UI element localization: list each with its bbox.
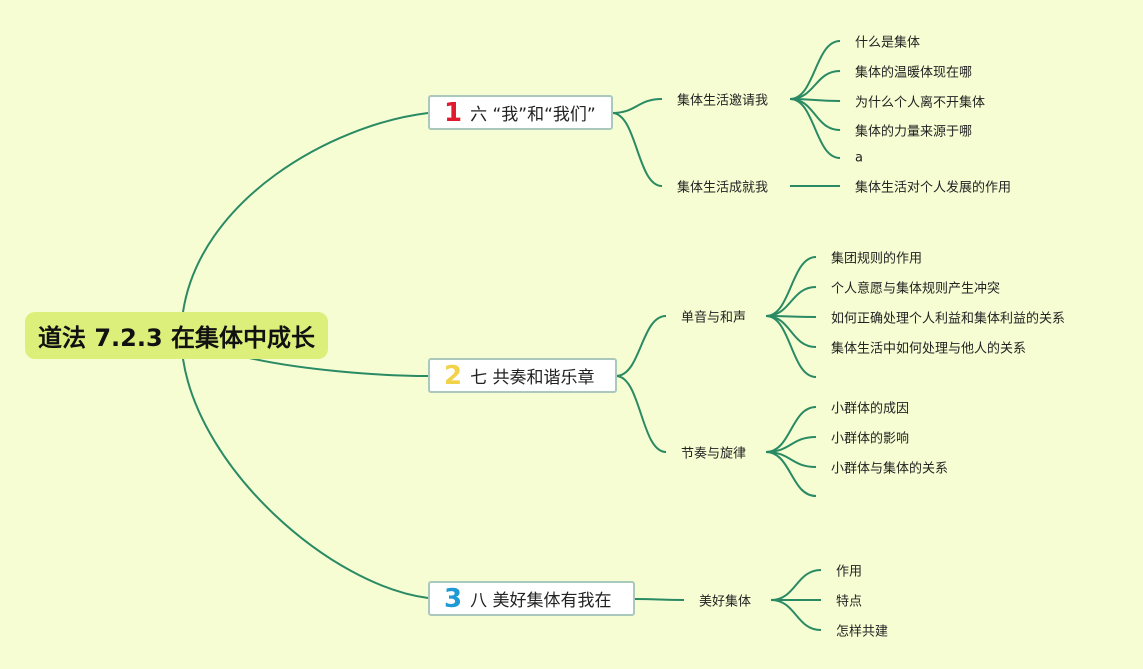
leaf-topic[interactable]: 小群体的成因 [831, 401, 910, 417]
connector-topic-sub [633, 598, 685, 601]
connector-sub-leaf [765, 451, 817, 497]
subtopic[interactable]: 集体生活成就我 [677, 180, 769, 196]
connector-topic-sub [611, 98, 663, 114]
topic-label: 六 “我”和“我们” [470, 105, 596, 125]
connector-topic-sub [615, 315, 667, 377]
number-1-icon: 1 [444, 97, 463, 128]
number-3-icon: 3 [444, 583, 463, 614]
subtopic[interactable]: 节奏与旋律 [681, 446, 747, 462]
root-topic[interactable]: 道法 7.2.3 在集体中成长 [25, 312, 328, 359]
connector-root-topic3 [182, 358, 429, 599]
leaf-topic[interactable]: 个人意愿与集体规则产生冲突 [831, 281, 1001, 297]
leaf-topic[interactable]: 如何正确处理个人利益和集体利益的关系 [831, 311, 1066, 327]
connector-sub-leaf [765, 315, 817, 378]
leaf-topic[interactable]: 集团规则的作用 [831, 251, 923, 267]
connector-sub-leaf [789, 40, 841, 100]
connector-sub-leaf [789, 98, 841, 159]
connector-sub-leaf [789, 70, 841, 100]
leaf-topic[interactable]: 集体生活中如何处理与他人的关系 [831, 341, 1027, 357]
topic-label: 八 美好集体有我在 [470, 591, 612, 611]
connector-sub-leaf [765, 256, 817, 317]
leaf-topic[interactable]: 集体生活对个人发展的作用 [855, 180, 1012, 196]
leaf-topic[interactable]: 作用 [836, 564, 863, 580]
topic-1[interactable]: 1 六 “我”和“我们” [428, 95, 613, 130]
connector-root-topic1 [182, 112, 429, 313]
leaf-topic[interactable]: 集体的温暖体现在哪 [855, 65, 973, 81]
connector-sub-leaf [770, 569, 822, 601]
topic-2[interactable]: 2 七 共奏和谐乐章 [428, 358, 617, 393]
leaf-topic[interactable]: 特点 [836, 594, 863, 610]
leaf-topic[interactable]: a [855, 150, 863, 166]
connector-sub-leaf [789, 98, 841, 131]
leaf-topic[interactable]: 为什么个人离不开集体 [855, 95, 986, 111]
connector-topic-sub [611, 112, 663, 187]
connector-sub-leaf [765, 286, 817, 317]
leaf-topic[interactable]: 怎样共建 [836, 624, 889, 640]
subtopic[interactable]: 集体生活邀请我 [677, 93, 769, 109]
leaf-topic[interactable]: 集体的力量来源于哪 [855, 124, 973, 140]
subtopic[interactable]: 单音与和声 [681, 310, 747, 326]
connector-root-topic2 [244, 356, 429, 377]
topic-label: 七 共奏和谐乐章 [470, 368, 595, 388]
leaf-topic[interactable]: 小群体的影响 [831, 431, 910, 447]
connector-sub-leaf [765, 315, 817, 348]
connector-sub-leaf [770, 599, 822, 631]
connector-topic-sub [615, 375, 667, 453]
subtopic[interactable]: 美好集体 [699, 594, 752, 610]
topic-3[interactable]: 3 八 美好集体有我在 [428, 581, 635, 616]
leaf-topic[interactable]: 小群体与集体的关系 [831, 461, 949, 477]
leaf-topic[interactable]: 什么是集体 [855, 35, 921, 51]
number-2-icon: 2 [444, 360, 463, 391]
